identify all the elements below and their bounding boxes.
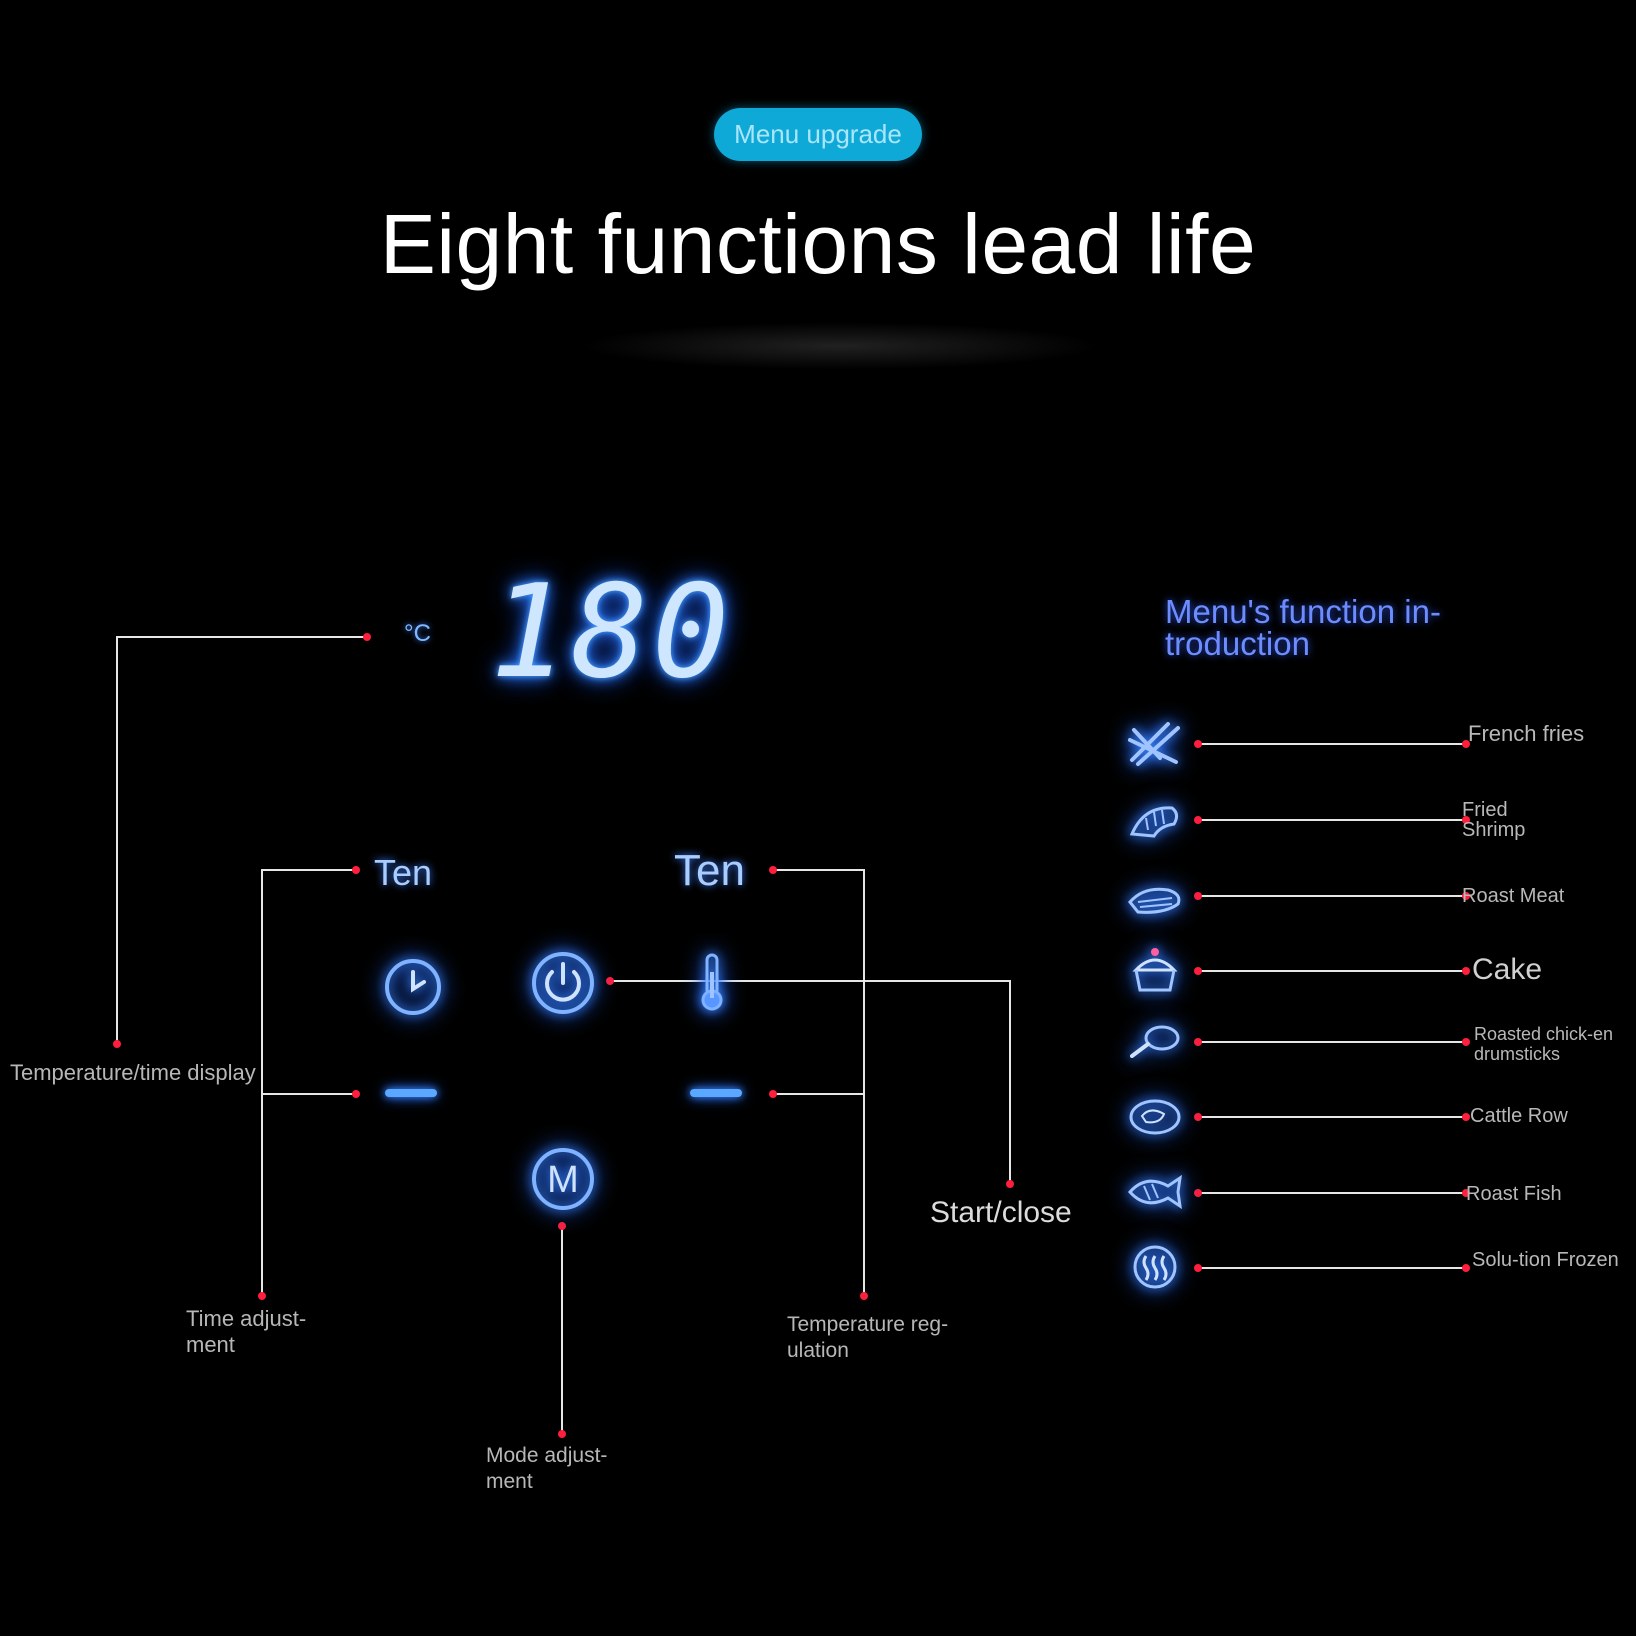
mode-callout: Mode adjust-ment <box>486 1444 608 1493</box>
menu-item-frozen: Solu-tion Frozen <box>1472 1249 1619 1271</box>
menu-item-roast-meat: Roast Meat <box>1462 885 1565 907</box>
temperature-callout: Temperature reg-ulation <box>787 1313 949 1362</box>
menu-item-roast-fish: Roast Fish <box>1466 1183 1562 1205</box>
roast-meat-icon <box>1128 887 1181 914</box>
display-callout: Temperature/time display <box>10 1060 256 1085</box>
time-value-label: Ten <box>374 852 433 893</box>
menu-item-drumsticks: Roasted chick-en drumsticks <box>1474 1024 1614 1064</box>
clock-icon[interactable] <box>382 956 444 1018</box>
drumstick-icon <box>1130 1025 1180 1058</box>
shrimp-icon <box>1129 806 1179 838</box>
temp-minus-button[interactable] <box>690 1089 742 1097</box>
menu-item-fried-shrimp: Fried Shrimp <box>1462 799 1526 841</box>
french-fries-icon <box>1128 722 1180 766</box>
menu-item-cake: Cake <box>1472 953 1543 986</box>
start-close-callout: Start/close <box>930 1196 1072 1229</box>
fish-icon <box>1127 1174 1182 1210</box>
steak-icon <box>1129 1099 1181 1135</box>
power-icon[interactable] <box>530 950 596 1016</box>
menu-item-french-fries: French fries <box>1468 721 1585 746</box>
page-title: Eight functions lead life <box>379 197 1257 291</box>
thermometer-icon <box>701 953 723 1011</box>
mode-icon[interactable]: M <box>530 1146 596 1212</box>
defrost-icon <box>1133 1245 1177 1289</box>
menu-upgrade-badge: Menu upgrade <box>714 108 922 161</box>
time-minus-button[interactable] <box>385 1089 437 1097</box>
svg-text:M: M <box>547 1159 579 1201</box>
time-callout: Time adjust-ment <box>186 1306 307 1357</box>
temp-value-label: Ten <box>674 846 745 895</box>
menu-title: Menu's function in-troduction <box>1165 593 1441 662</box>
seven-segment-display: 180 <box>490 558 734 707</box>
decorative-smear <box>580 322 1100 370</box>
menu-item-cattle-row: Cattle Row <box>1470 1105 1568 1127</box>
celsius-unit: °C <box>404 620 431 647</box>
cake-icon <box>1132 948 1178 992</box>
